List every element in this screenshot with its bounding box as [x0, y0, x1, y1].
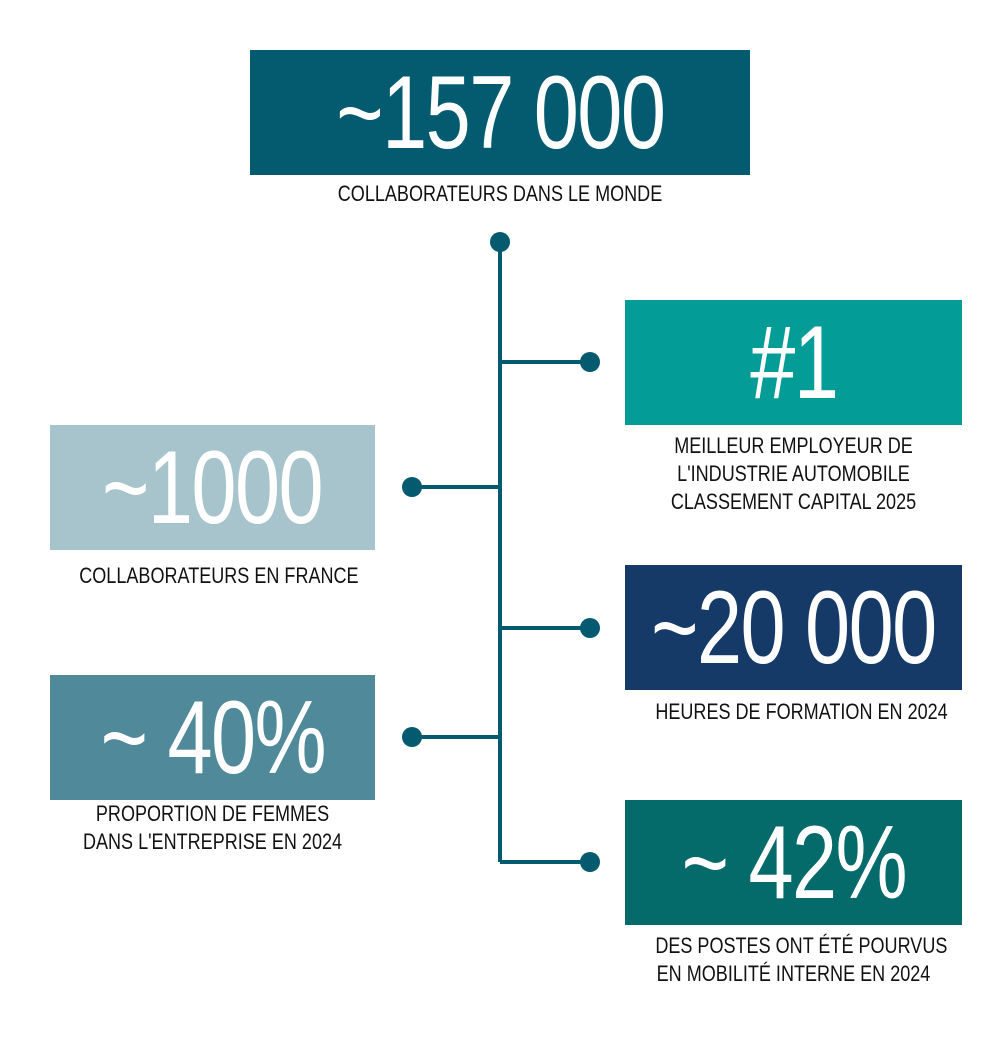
stat-france-box: ~1000 — [50, 425, 375, 550]
node-dot — [580, 618, 600, 638]
stat-training-box: ~20 000 — [625, 565, 962, 690]
stat-mobility-caption: DES POSTES ONT ÉTÉ POURVUS EN MOBILITÉ I… — [655, 933, 948, 986]
stat-ranking-caption: MEILLEUR EMPLOYEUR DE L'INDUSTRIE AUTOMO… — [670, 433, 917, 514]
stat-world-caption: COLLABORATEURS DANS LE MONDE — [337, 181, 663, 206]
stat-women-caption: PROPORTION DE FEMMES DANS L'ENTREPRISE E… — [82, 801, 343, 854]
node-dot — [580, 852, 600, 872]
stat-mobility-value: ~ 42% — [681, 804, 907, 921]
stat-women-box: ~ 40% — [50, 675, 375, 800]
node-dot — [402, 727, 422, 747]
stat-world-value: ~157 000 — [335, 54, 666, 171]
stat-women-value: ~ 40% — [100, 679, 326, 796]
stat-ranking-value: #1 — [749, 304, 839, 421]
node-dot — [490, 232, 510, 252]
stat-ranking-box: #1 — [625, 300, 962, 425]
stat-training-caption: HEURES DE FORMATION EN 2024 — [655, 699, 948, 724]
node-dot — [402, 477, 422, 497]
stat-training-value: ~20 000 — [651, 569, 937, 686]
stat-france-value: ~1000 — [102, 429, 324, 546]
stat-world-box: ~157 000 — [250, 50, 750, 175]
node-dot — [580, 352, 600, 372]
stat-mobility-box: ~ 42% — [625, 800, 962, 925]
stat-france-caption: COLLABORATEURS EN FRANCE — [79, 563, 359, 588]
